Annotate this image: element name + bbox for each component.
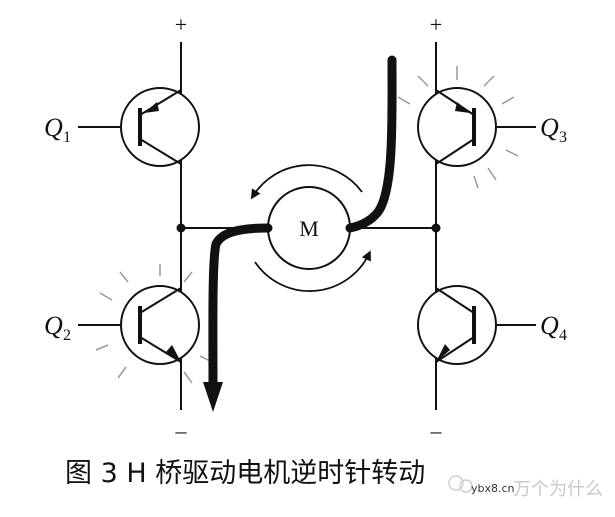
q2-glow-rays xyxy=(95,264,213,384)
svg-text:3: 3 xyxy=(559,129,567,146)
watermark-account: 万个为什么 xyxy=(513,479,603,500)
svg-text:Q: Q xyxy=(44,311,63,340)
svg-text:1: 1 xyxy=(63,129,71,146)
svg-text:Q: Q xyxy=(540,113,559,142)
current-flow-path xyxy=(203,55,397,412)
current-flow-arrowhead xyxy=(203,382,223,412)
right-negative-terminal-label: – xyxy=(430,418,443,443)
svg-text:Q: Q xyxy=(44,113,63,142)
counterclockwise-arrow-top xyxy=(250,164,363,200)
label-q4: Q 4 xyxy=(540,311,567,344)
left-junction-dot xyxy=(176,223,186,233)
label-q2: Q 2 xyxy=(44,311,71,344)
transistor-q4 xyxy=(417,285,497,365)
right-positive-terminal-label: + xyxy=(430,12,442,37)
svg-text:Q: Q xyxy=(540,311,559,340)
svg-text:2: 2 xyxy=(63,327,71,344)
left-negative-terminal-label: – xyxy=(175,418,188,443)
motor: M xyxy=(267,186,351,270)
q2-emitter-arrow xyxy=(166,345,181,362)
transistor-q3 xyxy=(417,87,497,167)
left-positive-terminal-label: + xyxy=(175,12,187,37)
q3-emitter-arrow xyxy=(455,102,470,113)
svg-text:4: 4 xyxy=(559,327,567,344)
right-junction-dot xyxy=(431,223,441,233)
q1-emitter-arrow xyxy=(144,102,159,113)
label-q3: Q 3 xyxy=(540,113,567,146)
q3-glow-rays xyxy=(397,66,519,189)
counterclockwise-arrow-bottom xyxy=(254,250,371,292)
watermark-logo xyxy=(448,475,473,493)
figure-caption: 图 3 H 桥驱动电机逆时针转动 xyxy=(65,458,425,489)
transistor-q1 xyxy=(120,87,200,167)
q4-emitter-arrow xyxy=(436,344,450,362)
label-q1: Q 1 xyxy=(44,113,71,146)
transistor-q2 xyxy=(120,285,200,365)
motor-label: M xyxy=(299,216,319,241)
watermark: ybx8.cn 万个为什么 xyxy=(448,475,603,500)
watermark-site: ybx8.cn xyxy=(471,482,515,495)
